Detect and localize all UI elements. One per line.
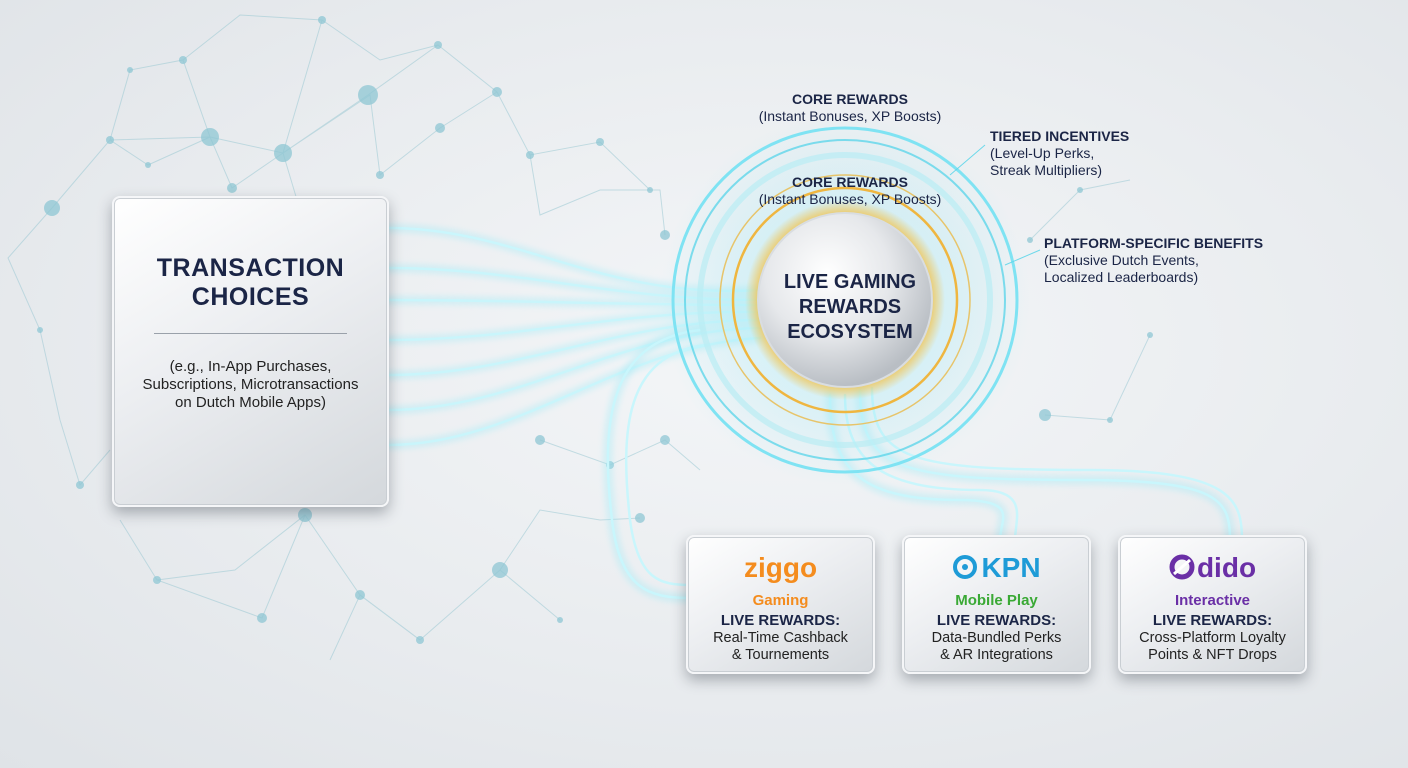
odido-rewards-heading: LIVE REWARDS: [1152,612,1273,629]
ziggo-logo: ziggo [688,553,873,583]
platform-desc-line1: (Exclusive Dutch Events, [1044,252,1199,268]
odido-emblem-icon [1169,554,1195,580]
tiered-desc-line1: (Level-Up Perks, [990,145,1095,161]
hub-line1: LIVE GAMING [783,271,917,293]
kpn-emblem-icon [953,555,978,579]
provider-card-odido: dido Interactive LIVE REWARDS: Cross-Pla… [1118,535,1307,674]
kpn-rewards-heading: LIVE REWARDS: [936,612,1057,629]
platform-desc-line2: Localized Leaderboards) [1044,269,1199,285]
core-rewards-inner-desc: (Instant Bonuses, XP Boosts) [758,191,942,207]
kpn-desc-line1: Data-Bundled Perks [931,630,1062,646]
core-rewards-inner-label: CORE REWARDS (Instant Bonuses, XP Boosts… [730,174,970,208]
transaction-description: (e.g., In-App Purchases, Subscriptions, … [128,358,373,412]
core-rewards-inner-title: CORE REWARDS [792,174,908,190]
odido-rewards-desc: Cross-Platform Loyalty Points & NFT Drop… [1124,630,1301,664]
kpn-logo: KPN [904,553,1089,583]
kpn-logo-text: KPN [981,552,1041,583]
core-rewards-outer-title: CORE REWARDS [792,91,908,107]
odido-desc-line2: Points & NFT Drops [1148,647,1277,663]
odido-logo: dido [1120,553,1305,583]
transaction-desc-line2: Subscriptions, Microtransactions [142,376,359,393]
hub-title: LIVE GAMING REWARDS ECOSYSTEM [760,270,940,345]
odido-desc-line1: Cross-Platform Loyalty [1139,630,1286,646]
ziggo-rewards-desc: Real-Time Cashback & Tournements [692,630,869,664]
ziggo-desc-line1: Real-Time Cashback [713,630,848,646]
network-nodes [37,16,1153,644]
transaction-title: TRANSACTION CHOICES [114,254,387,312]
platform-benefits-title: PLATFORM-SPECIFIC BENEFITS [1044,235,1264,251]
tiered-incentives-label: TIERED INCENTIVES (Level-Up Perks, Strea… [990,128,1190,179]
leader-lines [949,144,1041,266]
tiered-desc-line2: Streak Multipliers) [990,162,1103,178]
kpn-rewards-desc: Data-Bundled Perks & AR Integrations [908,630,1085,664]
transaction-desc-line1: (e.g., In-App Purchases, [169,358,332,375]
ziggo-logo-text: ziggo [743,552,818,583]
odido-logo-text: dido [1196,552,1257,583]
provider-card-ziggo: ziggo Gaming LIVE REWARDS: Real-Time Cas… [686,535,875,674]
core-rewards-outer-desc: (Instant Bonuses, XP Boosts) [758,108,942,124]
kpn-sub: Mobile Play [955,592,1038,609]
tiered-incentives-title: TIERED INCENTIVES [990,128,1130,144]
hub-line2: REWARDS [798,296,902,318]
ziggo-desc-line2: & Tournements [731,647,830,663]
platform-benefits-label: PLATFORM-SPECIFIC BENEFITS (Exclusive Du… [1044,235,1304,286]
kpn-desc-line2: & AR Integrations [940,647,1053,663]
transaction-desc-line3: on Dutch Mobile Apps) [175,394,326,411]
hub-line3: ECOSYSTEM [787,321,913,343]
transaction-choices-card: TRANSACTION CHOICES (e.g., In-App Purcha… [112,196,389,507]
transaction-title-line2: CHOICES [191,283,310,311]
odido-sub: Interactive [1174,592,1251,609]
transaction-title-line1: TRANSACTION [156,254,345,282]
hub-rings [660,115,1030,485]
core-rewards-outer-label: CORE REWARDS (Instant Bonuses, XP Boosts… [730,91,970,125]
ziggo-rewards-heading: LIVE REWARDS: [720,612,841,629]
ziggo-sub: Gaming [752,592,809,609]
provider-card-kpn: KPN Mobile Play LIVE REWARDS: Data-Bundl… [902,535,1091,674]
divider [154,333,347,334]
